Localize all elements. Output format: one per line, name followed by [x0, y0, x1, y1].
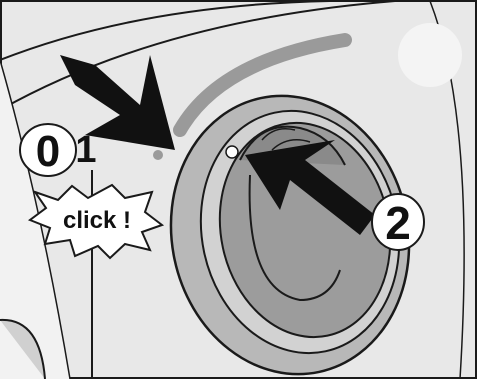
- step-left-label: 0: [36, 127, 60, 176]
- knob-indicator: [226, 146, 238, 158]
- step-left-sublabel: 1: [75, 129, 96, 171]
- position-dot: [153, 150, 163, 160]
- highlight-circle: [398, 23, 462, 87]
- click-label: click !: [63, 207, 131, 234]
- step-right-label: 2: [385, 197, 411, 249]
